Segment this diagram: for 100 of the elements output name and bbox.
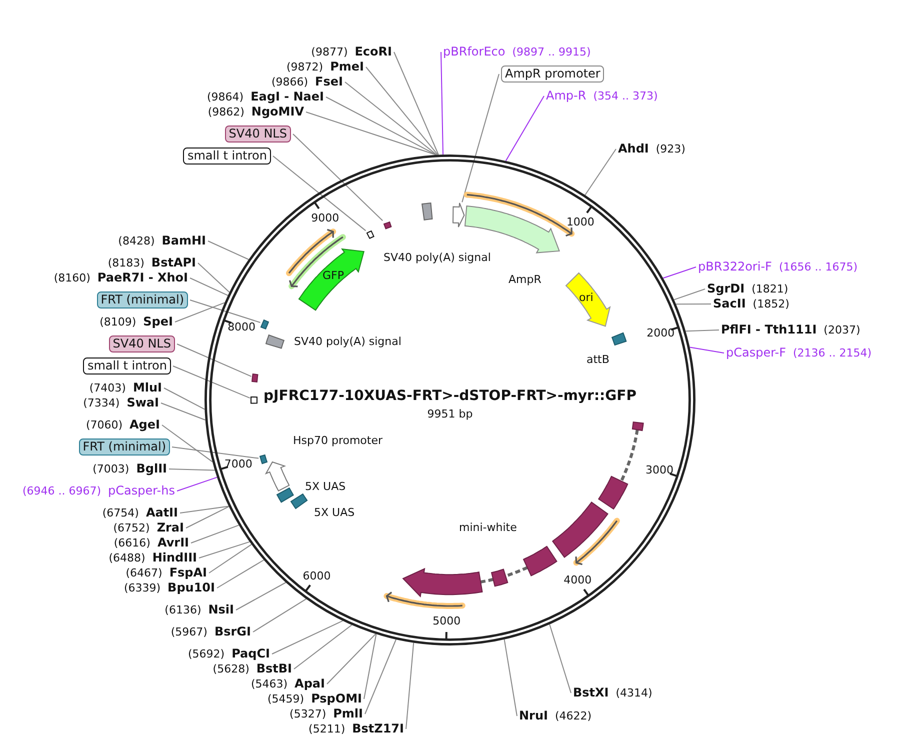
cut-position: (5628) (212, 662, 250, 676)
tick-label: 4000 (564, 574, 592, 587)
enzyme-name: EcoRI (354, 44, 392, 60)
primer-range: (2136 .. 2154) (793, 346, 872, 360)
leader-line (236, 582, 286, 610)
tick-label: 8000 (228, 320, 256, 334)
leader-line (174, 302, 226, 322)
leader-line (462, 74, 500, 203)
enzyme-name: HindIII (152, 550, 197, 566)
leader-line (162, 424, 213, 462)
cut-position: (6136) (164, 602, 202, 618)
enzyme-name: PspOMI (311, 692, 362, 706)
leader-line (176, 476, 218, 492)
enzyme-name: AvrII (157, 536, 189, 550)
cut-position: (8109) (100, 314, 136, 330)
leader-line (272, 156, 366, 232)
leader-line (306, 112, 437, 156)
leader-line (198, 541, 250, 558)
leader-line (366, 66, 438, 156)
enzyme-name: ZraI (156, 520, 184, 536)
leader-line (676, 304, 712, 305)
leader-line (186, 506, 230, 528)
tick-label: 1000 (566, 215, 594, 228)
cut-position: (1821) (752, 282, 788, 296)
enzyme-name: AatII (146, 506, 178, 520)
enzyme-name: EagI - NaeI (250, 90, 324, 104)
cut-position: (4314) (616, 686, 652, 700)
cut-position: (5459) (267, 692, 304, 706)
enzyme-name: NgoMIV (251, 104, 304, 120)
cut-position: (1852) (752, 296, 790, 312)
enzyme-name: FspAI (169, 566, 207, 580)
leader-line (440, 52, 444, 156)
feature-callout: AmpR promoter (501, 66, 604, 82)
feature-label: Hsp70 promoter (292, 434, 383, 446)
tick-label: 9000 (311, 211, 340, 224)
enzyme-name: BglII (136, 462, 167, 476)
leader-line (326, 634, 376, 684)
cut-position: (6752) (113, 520, 150, 536)
cut-position: (8428) (118, 234, 155, 248)
enzyme-name: PmeI (330, 60, 364, 74)
tick-label: 5000 (432, 614, 461, 628)
tick-label: 3000 (646, 464, 674, 477)
enzyme-name: BstBI (256, 662, 292, 676)
leader-line (168, 468, 216, 471)
enzyme-name: PflFI - Tth111I (721, 322, 817, 338)
leader-line (216, 560, 264, 588)
leader-line (505, 96, 544, 162)
primer-range: (9897 .. 9915) (512, 44, 591, 60)
leader-line (172, 366, 250, 399)
cut-position: (7003) (92, 462, 130, 476)
feature-label: ori (578, 291, 594, 304)
leader-line (180, 506, 230, 514)
enzyme-name: SwaI (126, 396, 159, 410)
tick-label: 2000 (646, 326, 675, 340)
enzyme-name: PaeR7I - XhoI (97, 270, 188, 286)
feature-label: SV40 poly(A) signal (294, 335, 402, 348)
cut-position: (6467) (126, 566, 162, 580)
cut-position: (5211) (308, 722, 346, 736)
enzyme-name: PaqCI (232, 646, 270, 662)
cut-position: (2037) (824, 322, 860, 338)
tick-label: 7000 (224, 457, 252, 470)
leader-line (208, 544, 252, 574)
leader-line (674, 288, 706, 300)
cut-position: (6616) (114, 536, 150, 550)
enzyme-name: BstZ17I (352, 722, 404, 736)
enzyme-name: NsiI (208, 602, 234, 618)
enzyme-name: ApaI (294, 676, 325, 692)
leader-line (190, 524, 240, 544)
enzyme-name: BsrGI (214, 624, 251, 640)
feature-label: mini-white (458, 521, 517, 534)
leader-line (406, 642, 414, 730)
enzyme-name: PmlI (333, 706, 363, 722)
enzyme-name: NruI (519, 708, 548, 724)
cut-position: (8160) (54, 270, 90, 286)
leader-line (252, 598, 307, 632)
enzyme-name: Bpu10I (168, 580, 215, 596)
enzyme-name: BamHI (162, 234, 206, 248)
feature-label: AmpR (508, 273, 542, 286)
leader-line (160, 402, 206, 420)
cut-position: (5327) (290, 706, 326, 722)
enzyme-name: MluI (132, 380, 162, 396)
cut-position: (8183) (108, 256, 144, 270)
enzyme-name: FseI (315, 74, 343, 90)
enzyme-name: SgrDI (707, 282, 745, 296)
cut-position: (9864) (206, 90, 244, 104)
leader-line (364, 639, 396, 714)
leader-line (344, 82, 438, 156)
primer-range: (354 .. 373) (593, 88, 658, 104)
feature-label: 5X UAS (304, 480, 346, 492)
leader-line (190, 300, 261, 323)
leader-line (584, 148, 616, 196)
cut-position: (923) (656, 142, 686, 156)
feature-label: 5X UAS (314, 506, 355, 520)
cut-position: (7403) (89, 380, 126, 396)
leader-line (292, 134, 384, 222)
leader-line (685, 330, 720, 332)
cut-position: (7060) (86, 418, 123, 432)
cut-position: (5967) (170, 624, 208, 640)
leader-line (364, 634, 377, 700)
feature-label: attB (586, 353, 610, 366)
